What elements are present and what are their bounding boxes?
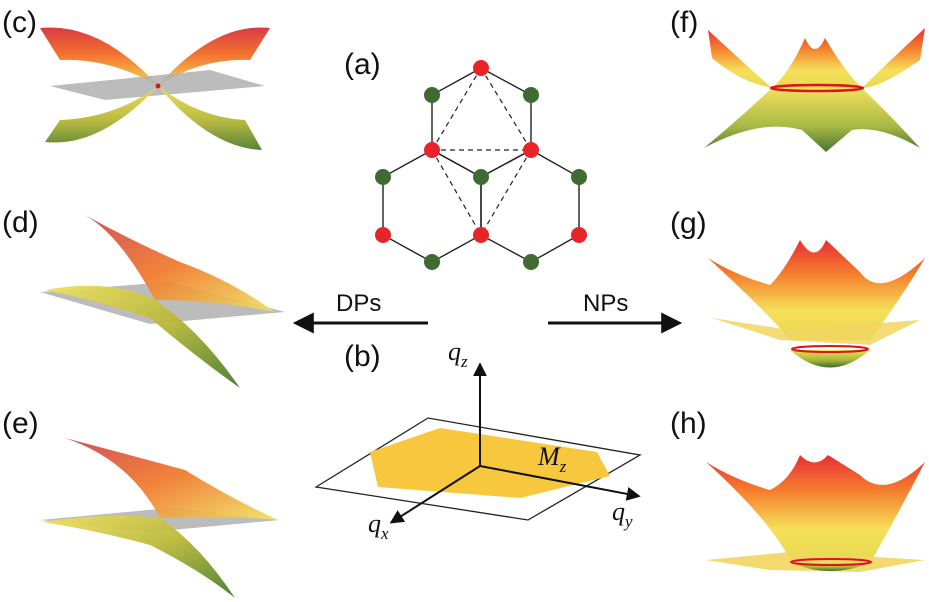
panel-label-h: (h) <box>670 407 707 440</box>
atom-red <box>473 60 489 76</box>
atom-red <box>375 227 391 243</box>
lower-band <box>45 285 240 388</box>
dps-label: DPs <box>336 290 381 317</box>
panel-label-g: (g) <box>670 207 707 240</box>
panel-f-nodal-bands <box>704 28 925 152</box>
dirac-point <box>155 83 161 89</box>
nodal-line <box>769 83 865 93</box>
hexagonal-bz <box>370 428 610 498</box>
panel-label-f: (f) <box>670 6 698 39</box>
atom-green <box>375 169 391 185</box>
lower-band <box>42 515 235 598</box>
nodal-line <box>791 345 869 353</box>
lower-band <box>704 88 920 152</box>
panel-label-a: (a) <box>344 48 381 81</box>
upper-cone <box>708 240 925 340</box>
panel-c-dirac-bands <box>40 27 270 150</box>
upper-band <box>65 438 278 520</box>
atom-green <box>571 169 587 185</box>
atom-green <box>424 254 440 270</box>
nodal-line <box>790 558 872 566</box>
panel-label-c: (c) <box>2 6 37 39</box>
qy-axis <box>479 465 641 501</box>
panel-g-nodal-bands <box>708 240 925 368</box>
lower-band <box>45 86 262 150</box>
panel-label-e: (e) <box>2 407 39 440</box>
lattice-atoms <box>375 60 587 270</box>
upper-band <box>708 28 925 88</box>
lower-bowl <box>790 350 870 368</box>
qx-label: qx <box>368 509 389 543</box>
upper-cone <box>706 455 925 560</box>
panel-b-bz: qz qx qy Mz <box>314 337 642 543</box>
atom-green <box>523 254 539 270</box>
flat-plane <box>712 318 920 345</box>
panel-label-d: (d) <box>2 206 39 239</box>
atom-red <box>473 227 489 243</box>
atom-red <box>571 227 587 243</box>
qx-axis <box>389 465 481 524</box>
atom-green <box>424 87 440 103</box>
panel-h-nodal-bands <box>706 455 925 572</box>
atom-red <box>424 142 440 158</box>
upper-band <box>40 27 270 86</box>
panel-e-tilted-bands <box>40 438 280 598</box>
upper-band <box>85 215 275 312</box>
mirror-plane-frame <box>314 417 642 521</box>
atom-red <box>523 142 539 158</box>
nps-label: NPs <box>583 290 628 317</box>
qz-label: qz <box>448 337 468 371</box>
atom-green <box>523 87 539 103</box>
panel-label-b: (b) <box>344 340 381 373</box>
atom-green <box>473 169 489 185</box>
mirror-mz-label: Mz <box>537 442 567 476</box>
qy-label: qy <box>612 497 633 531</box>
panel-d-tilted-bands <box>40 215 285 388</box>
